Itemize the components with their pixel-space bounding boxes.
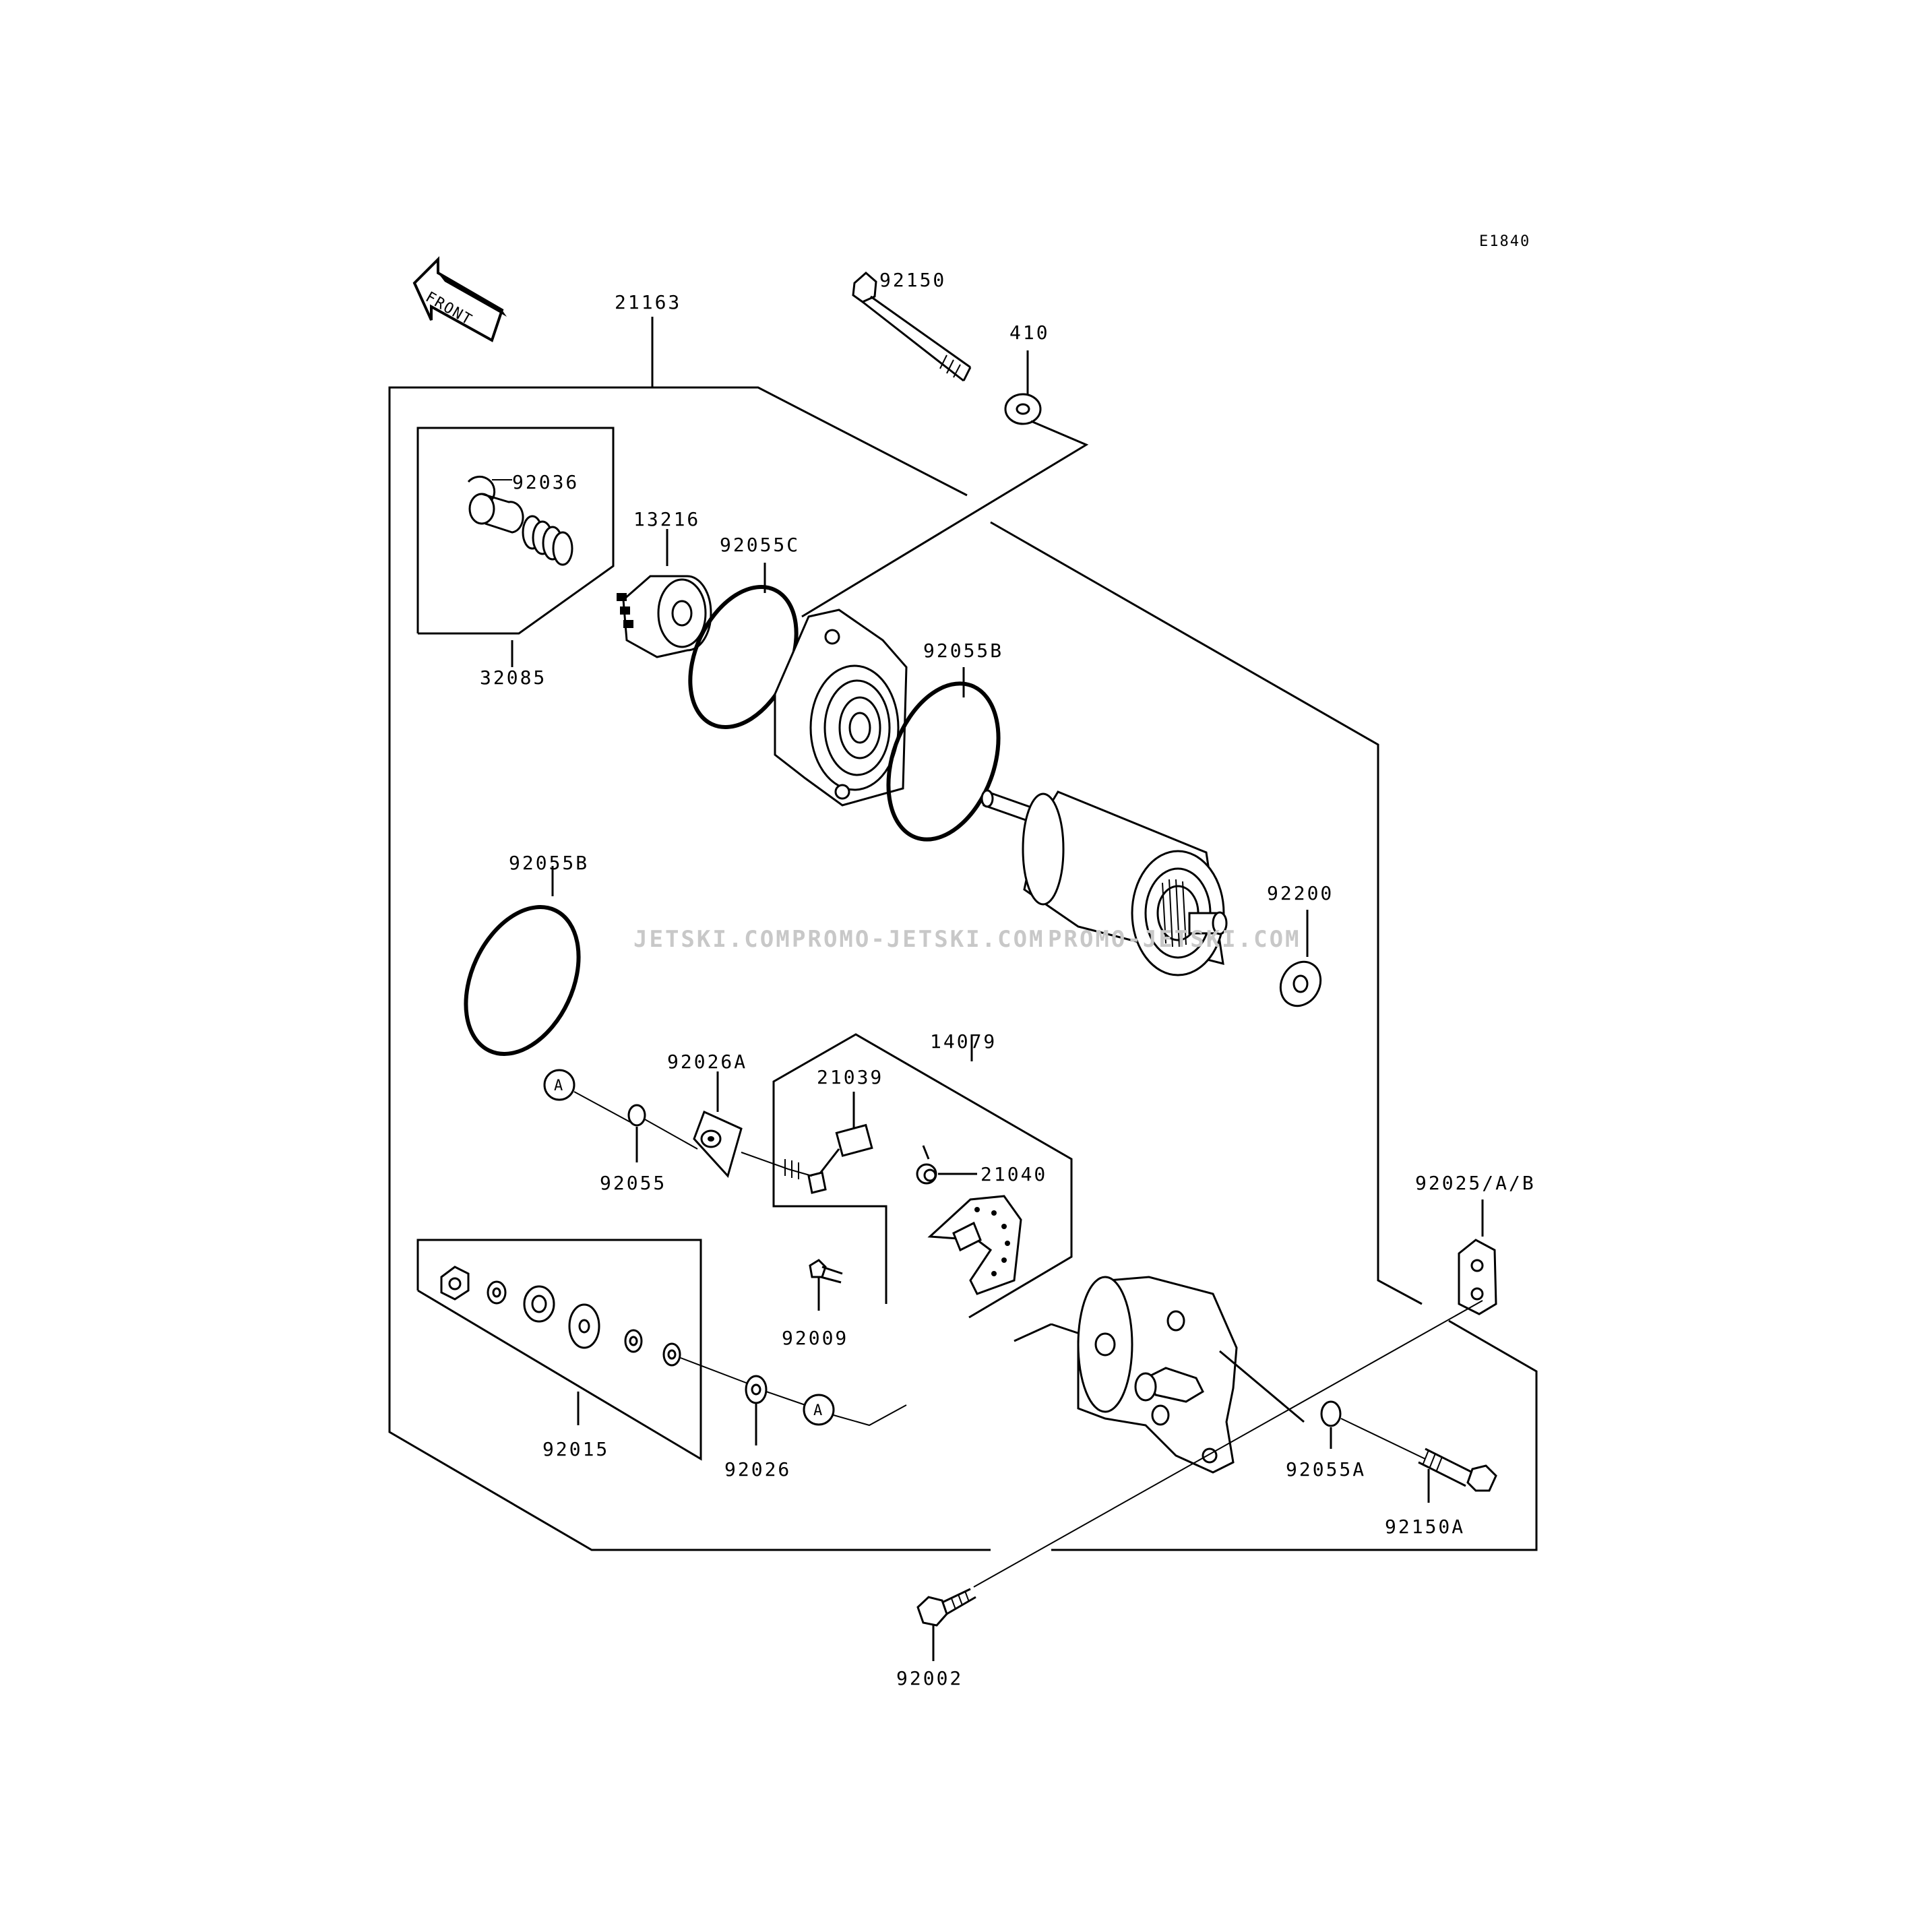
washer-92200 — [1279, 910, 1322, 1007]
o-ring-92055B-left — [464, 866, 581, 1056]
armature-yoke — [980, 789, 1228, 976]
rear-cover — [1014, 1276, 1305, 1474]
watermark-2: PROMO-JETSKI.COM — [792, 926, 1045, 953]
o-ring-92055A — [1320, 1400, 1426, 1460]
callout-92200: 92200 — [1267, 882, 1334, 904]
callout-92015: 92015 — [542, 1438, 609, 1460]
callout-92026A: 92026A — [667, 1051, 747, 1073]
bolt-92002 — [916, 1300, 1483, 1661]
o-ring-92055B-top — [886, 667, 1001, 842]
callout-92150A: 92150A — [1385, 1516, 1465, 1538]
callout-410: 410 — [1009, 321, 1050, 344]
callout-14079: 14079 — [930, 1030, 997, 1053]
callout-92055B-left: 92055B — [509, 852, 589, 874]
reference-marker-a-lower — [803, 1394, 907, 1427]
callout-21040: 21040 — [980, 1163, 1047, 1185]
callout-92036: 92036 — [512, 471, 579, 493]
reference-marker-a-lower-label: A — [813, 1402, 823, 1419]
callout-92002: 92002 — [896, 1667, 963, 1689]
callout-21163: 21163 — [615, 291, 681, 313]
reference-marker-a-upper-label: A — [554, 1078, 564, 1094]
box-32085 — [416, 427, 615, 667]
reference-marker-a-upper — [543, 1069, 631, 1123]
callout-32085: 32085 — [480, 666, 547, 689]
bolt-92150A — [1418, 1447, 1497, 1503]
washer-410 — [801, 350, 1089, 618]
box-14079 — [772, 1033, 1073, 1319]
pinion-13216 — [617, 529, 712, 658]
insulator-92026A — [693, 1071, 789, 1179]
callout-13216: 13216 — [633, 508, 700, 530]
through-bolt-92150 — [852, 272, 972, 382]
watermark-1: JETSKI.COM — [633, 926, 792, 953]
callout-92026: 92026 — [724, 1458, 791, 1481]
callout-92055A: 92055A — [1286, 1458, 1366, 1481]
callout-21039: 21039 — [817, 1066, 883, 1088]
screw-92009 — [809, 1259, 843, 1311]
brush-spring-21040 — [916, 1145, 977, 1185]
watermark-3: PROMO-JETSKI.COM — [1048, 926, 1301, 953]
callout-92009: 92009 — [782, 1327, 848, 1349]
brush-plate — [927, 1195, 1022, 1295]
callout-92025AB: 92025/A/B — [1415, 1172, 1536, 1194]
box-92015 — [416, 1239, 752, 1461]
front-arrow-icon: FRONT — [412, 256, 507, 342]
diagram-code: E1840 — [1479, 233, 1530, 250]
callout-92055C: 92055C — [720, 534, 800, 556]
washer-92026 — [745, 1375, 806, 1445]
o-ring-92055 — [627, 1104, 698, 1162]
bracket-92025AB — [1458, 1199, 1497, 1315]
front-cover — [774, 609, 908, 807]
callout-92055: 92055 — [600, 1172, 666, 1194]
callout-92150: 92150 — [879, 269, 946, 291]
assembly-frame-21163 — [388, 317, 1538, 1551]
brush-21039 — [784, 1092, 873, 1194]
callout-92055B-top: 92055B — [923, 640, 1003, 662]
